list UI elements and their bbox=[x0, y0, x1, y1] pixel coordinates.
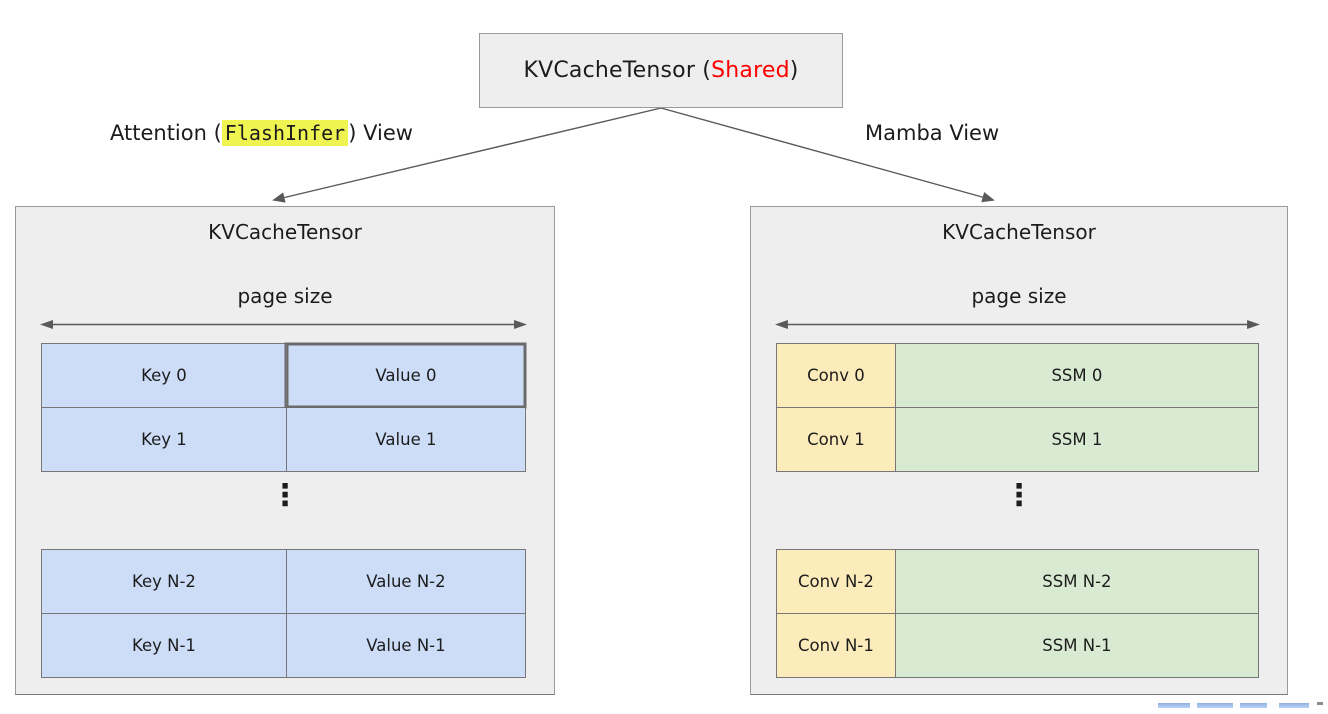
attention-view-label-suffix: ) View bbox=[348, 121, 413, 145]
watermark-bar bbox=[1279, 703, 1309, 708]
vertical-ellipsis: ⋮ bbox=[270, 478, 300, 513]
table-row: Key 0 Value 0 bbox=[42, 344, 525, 407]
flashinfer-highlight: FlashInfer bbox=[221, 120, 349, 146]
ssm-cell: SSM N-2 bbox=[894, 550, 1258, 613]
table-row: Conv 0 SSM 0 bbox=[777, 344, 1258, 407]
key-cell: Key 1 bbox=[42, 408, 286, 471]
watermark-bar bbox=[1158, 703, 1190, 708]
table-row: Key 1 Value 1 bbox=[42, 407, 525, 471]
attention-view-panel: KVCacheTensor page size Key 0 Value 0 Ke… bbox=[15, 206, 555, 695]
ssm-cell: SSM 0 bbox=[894, 344, 1258, 407]
watermark-bar bbox=[1240, 703, 1267, 708]
conv-cell: Conv 1 bbox=[777, 408, 895, 471]
mamba-panel-title: KVCacheTensor bbox=[942, 220, 1096, 244]
attention-page-size-label: page size bbox=[237, 284, 333, 308]
mamba-page-size-label: page size bbox=[971, 284, 1067, 308]
key-cell: Key 0 bbox=[42, 344, 286, 407]
shared-kvcache-tensor-box: KVCacheTensor (Shared) bbox=[479, 33, 843, 108]
ssm-cell: SSM N-1 bbox=[894, 614, 1258, 677]
attention-bottom-table: Key N-2 Value N-2 Key N-1 Value N-1 bbox=[41, 549, 526, 678]
value-cell: Value N-1 bbox=[285, 614, 525, 677]
mamba-page-size-arrow-icon bbox=[775, 318, 1260, 331]
attention-panel-title: KVCacheTensor bbox=[208, 220, 362, 244]
watermark-bar bbox=[1197, 703, 1233, 708]
mamba-view-panel: KVCacheTensor page size Conv 0 SSM 0 Con… bbox=[750, 206, 1288, 695]
value-cell: Value 1 bbox=[285, 408, 525, 471]
shared-box-label-accent: Shared bbox=[711, 58, 790, 83]
mamba-top-table: Conv 0 SSM 0 Conv 1 SSM 1 bbox=[776, 343, 1259, 472]
mamba-view-label: Mamba View bbox=[865, 121, 1000, 145]
attention-page-size-arrow-icon bbox=[40, 318, 527, 331]
key-cell: Key N-2 bbox=[42, 550, 286, 613]
conv-cell: Conv 0 bbox=[777, 344, 895, 407]
shared-box-label-prefix: KVCacheTensor ( bbox=[523, 58, 712, 83]
key-cell: Key N-1 bbox=[42, 614, 286, 677]
table-row: Conv 1 SSM 1 bbox=[777, 407, 1258, 471]
mamba-bottom-table: Conv N-2 SSM N-2 Conv N-1 SSM N-1 bbox=[776, 549, 1259, 678]
attention-view-label-prefix: Attention ( bbox=[110, 121, 222, 145]
attention-top-table: Key 0 Value 0 Key 1 Value 1 bbox=[41, 343, 526, 472]
table-row: Key N-1 Value N-1 bbox=[42, 613, 525, 677]
attention-view-label: Attention (FlashInfer) View bbox=[110, 120, 413, 146]
table-row: Conv N-2 SSM N-2 bbox=[777, 550, 1258, 613]
table-row: Key N-2 Value N-2 bbox=[42, 550, 525, 613]
ssm-cell: SSM 1 bbox=[894, 408, 1258, 471]
conv-cell: Conv N-1 bbox=[777, 614, 895, 677]
conv-cell: Conv N-2 bbox=[777, 550, 895, 613]
value-cell: Value N-2 bbox=[285, 550, 525, 613]
table-row: Conv N-1 SSM N-1 bbox=[777, 613, 1258, 677]
watermark-dash bbox=[1317, 702, 1323, 705]
value-cell: Value 0 bbox=[285, 344, 525, 407]
vertical-ellipsis: ⋮ bbox=[1004, 478, 1034, 513]
shared-box-label-suffix: ) bbox=[789, 58, 799, 83]
